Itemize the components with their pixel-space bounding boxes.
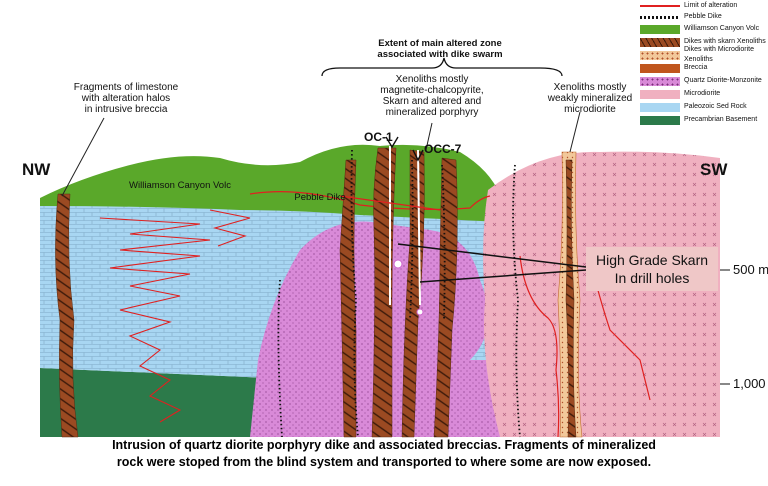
drill-hole-oc1-label: OC-1 [364, 130, 393, 144]
legend-swatch [640, 50, 680, 60]
callout-arrow [397, 243, 587, 268]
legend-item: Dikes with Microdiorite Xenoliths [640, 46, 768, 63]
legend-item: Breccia [640, 63, 707, 73]
legend-label: Quartz Diorite-Monzonite [684, 77, 762, 84]
legend-label: Microdiorite [684, 90, 721, 97]
pebble-dike [350, 149, 359, 438]
leader-line [425, 122, 433, 151]
legend-label: Breccia [684, 64, 708, 71]
hole-arrow [385, 136, 399, 149]
depth-label-1000: 1,000 [733, 376, 766, 391]
legend-item: Williamson Canyon Volc [640, 24, 759, 34]
skarn-dike [565, 159, 577, 438]
drill-hole-occ7-label: OCC-7 [424, 142, 462, 156]
volc-layer-label: Williamson Canyon Volc [129, 180, 231, 191]
altered-zone-brace [321, 57, 563, 77]
high-grade-skarn-callout: High Grade Skarn In drill holes [586, 247, 718, 291]
legend-swatch-line [640, 5, 680, 7]
high-grade-skarn-text: High Grade Skarn In drill holes [595, 252, 709, 286]
alteration-limit-line [249, 191, 491, 211]
leader-line [61, 117, 105, 197]
legend-swatch [640, 24, 680, 34]
pebble-dike [277, 279, 283, 438]
xenoliths-center-note: Xenoliths mostly magnetite-chalcopyrite,… [380, 74, 484, 118]
breccia-dike [55, 193, 79, 438]
pebble-dike [409, 159, 414, 321]
legend-item: Limit of alteration [640, 1, 737, 11]
callout-arrow [419, 269, 587, 283]
hole-arrow [412, 149, 424, 162]
legend-label: Pebble Dike [684, 13, 722, 20]
alteration-limit-line [99, 217, 211, 423]
skarn-intercept-marker [416, 308, 424, 316]
legend-label: Precambrian Basement [684, 116, 758, 123]
figure-caption: Intrusion of quartz diorite porphyry dik… [112, 438, 656, 469]
pebble-dike [512, 164, 521, 438]
legend-label: Dikes with skarn Xenoliths [684, 38, 766, 45]
legend-item: Microdiorite [640, 89, 720, 99]
legend-swatch-dots [640, 15, 680, 19]
legend-label: Dikes with Microdiorite Xenoliths [684, 46, 755, 63]
fragments-note: Fragments of limestone with alteration h… [73, 82, 179, 115]
legend-swatch [640, 76, 680, 86]
pebble-dike [441, 164, 446, 321]
legend-item: Precambrian Basement [640, 115, 757, 125]
legend-item: Dikes with skarn Xenoliths [640, 37, 766, 47]
skarn-dike [433, 157, 458, 438]
nw-direction-label: NW [22, 160, 51, 179]
leader-line [569, 111, 581, 153]
legend-swatch [640, 37, 680, 47]
alteration-limit-line [519, 255, 560, 438]
legend-label: Williamson Canyon Volc [684, 25, 760, 32]
legend-swatch [640, 102, 680, 112]
legend-label: Paleozoic Sed Rock [684, 103, 747, 110]
pebble-dike-label: Pebble Dike [294, 192, 346, 203]
legend-swatch [640, 115, 680, 125]
skarn-dike [339, 159, 357, 438]
legend-swatch [640, 63, 680, 73]
depth-label-500: 500 m [733, 262, 768, 277]
legend-item: Pebble Dike [640, 12, 722, 22]
skarn-intercept-marker [393, 259, 403, 269]
pebble-dike-leader [339, 195, 441, 211]
legend-item: Quartz Diorite-Monzonite [640, 76, 762, 86]
sw-direction-label: SW [700, 160, 728, 179]
legend-swatch [640, 89, 680, 99]
zone-label: Extent of main altered zone associated w… [377, 38, 503, 60]
drill-hole-occ7 [417, 149, 421, 306]
xenoliths-right-note: Xenoliths mostly weakly mineralized micr… [547, 82, 633, 115]
microdiorite-body [483, 151, 720, 437]
legend-label: Limit of alteration [684, 2, 738, 9]
alteration-limit-line [209, 209, 251, 247]
legend-item: Paleozoic Sed Rock [640, 102, 747, 112]
